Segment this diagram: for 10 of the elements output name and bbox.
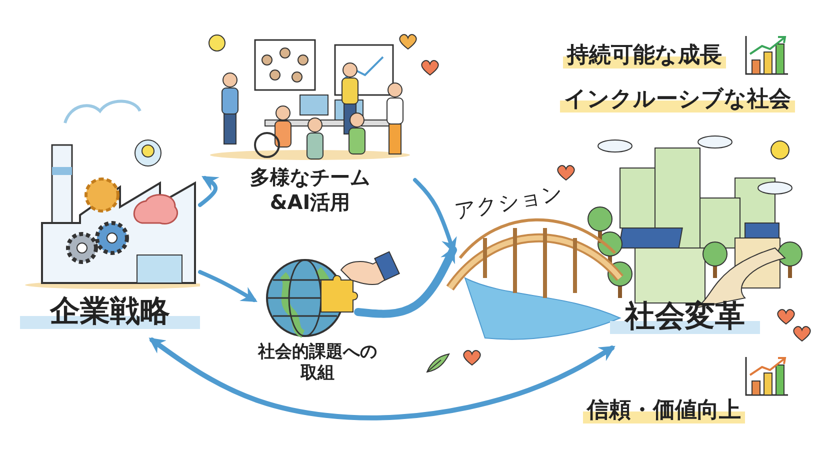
highlight-caption: 持続可能な成長 <box>563 40 726 70</box>
arrow <box>148 338 616 420</box>
arrow <box>354 246 457 318</box>
node-label: 社会的課題への取組 <box>256 342 378 384</box>
highlight-caption: インクルーシブな社会 <box>560 84 795 114</box>
node-label: 企業戦略 <box>20 293 200 330</box>
arrow <box>198 176 220 207</box>
node-label: 多様なチーム&AI活用 <box>249 165 371 215</box>
node-label: 社会変革 <box>610 298 760 336</box>
arrow <box>198 270 258 302</box>
